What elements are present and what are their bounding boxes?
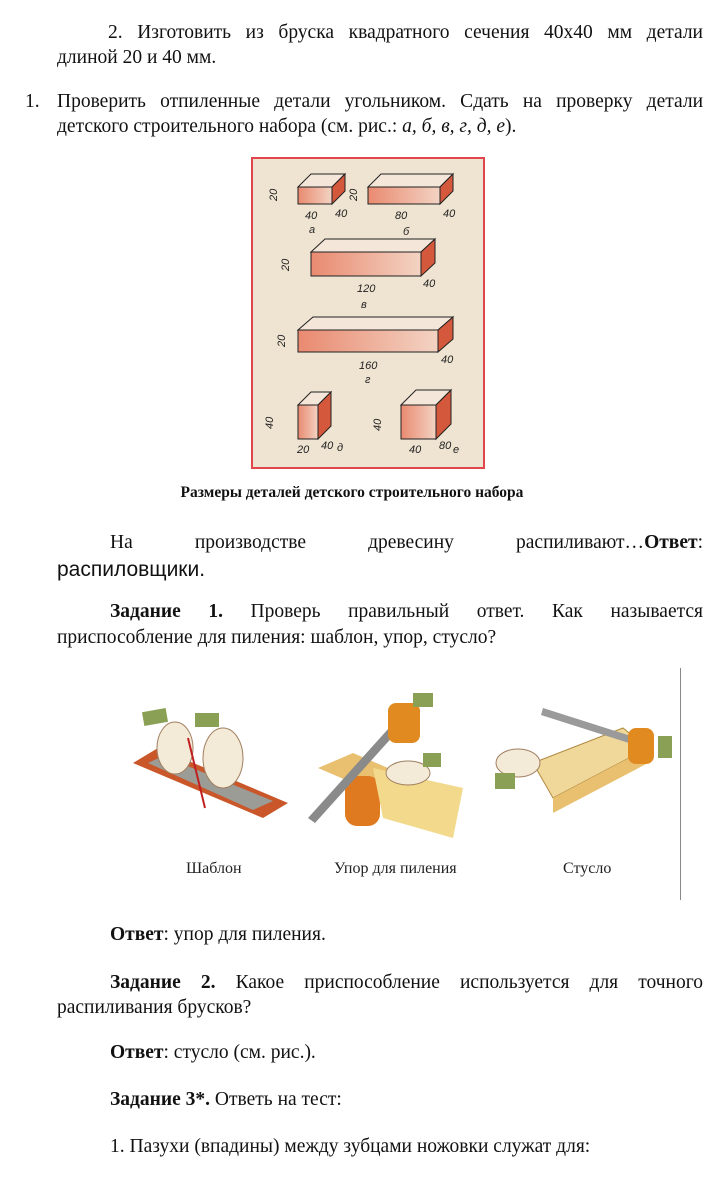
svg-text:160: 160 [359, 360, 378, 372]
svg-text:40: 40 [423, 278, 436, 290]
label-template: Шаблон [186, 860, 242, 877]
svg-text:40: 40 [372, 418, 384, 431]
svg-text:40: 40 [409, 444, 422, 456]
svg-text:е: е [453, 444, 459, 456]
item1-number: 1. [25, 91, 40, 112]
part-v: 20 120 40 в [280, 237, 437, 311]
svg-text:40: 40 [321, 440, 334, 452]
svg-text:20: 20 [296, 444, 310, 456]
task1-line2: приспособление для пиления: шаблон, упор… [57, 627, 497, 648]
svg-text:40: 40 [441, 354, 454, 366]
svg-text:б: б [403, 226, 410, 238]
svg-text:40: 40 [264, 416, 276, 429]
svg-text:80: 80 [439, 440, 452, 452]
item1-line2: детского строительного набора (см. рис.:… [57, 116, 517, 137]
answer1: Ответ: упор для пиления. [110, 924, 326, 945]
svg-text:40: 40 [443, 208, 456, 220]
task2-q-line1: Задание 2. Какое приспособление использу… [110, 972, 703, 993]
svg-text:д: д [337, 442, 343, 454]
figure1-caption: Размеры деталей детского строительного н… [180, 484, 524, 501]
question1: 1. Пазухи (впадины) между зубцами ножовк… [110, 1136, 591, 1157]
sawing-stop-illustration [308, 693, 463, 838]
svg-text:а: а [309, 224, 315, 236]
label-sawing-stop: Упор для пиления [334, 860, 457, 877]
building-set-parts-figure: 20 40 40 а 20 80 40 б 20 120 40 в [251, 157, 485, 469]
svg-text:80: 80 [395, 210, 408, 222]
svg-text:20: 20 [276, 334, 288, 348]
task2-line2: длиной 20 и 40 мм. [57, 47, 217, 68]
label-miter-box: Стусло [563, 860, 612, 877]
answer2: Ответ: стусло (см. рис.). [110, 1042, 316, 1063]
task1-line1: Задание 1. Проверь правильный ответ. Как… [110, 601, 703, 622]
svg-text:40: 40 [305, 210, 318, 222]
part-e: 40 40 80 е [372, 388, 459, 456]
part-d: 40 20 40 д [264, 390, 343, 456]
item1-line1: Проверить отпиленные детали угольником. … [57, 91, 703, 112]
svg-text:в: в [361, 299, 367, 311]
template-illustration [133, 708, 288, 818]
task3: Задание 3*. Ответь на тест: [110, 1089, 342, 1110]
task2-q-line2: распиливания брусков? [57, 997, 252, 1018]
para1-line1: На производстве древесину распиливают…От… [110, 532, 703, 553]
svg-text:120: 120 [357, 283, 376, 295]
svg-text:20: 20 [268, 188, 280, 202]
part-g: 20 160 40 г [276, 315, 455, 386]
figure2-divider [680, 668, 681, 900]
svg-text:г: г [365, 374, 371, 386]
para1-answer: распиловщики. [57, 558, 206, 581]
svg-text:20: 20 [280, 258, 292, 272]
miter-box-illustration [495, 708, 672, 813]
sawing-tools-figure [133, 668, 679, 900]
part-b: 20 80 40 б [348, 172, 456, 238]
svg-text:40: 40 [335, 208, 348, 220]
part-a: 20 40 40 а [268, 172, 348, 236]
svg-text:20: 20 [348, 188, 360, 202]
task2-line1: 2. Изготовить из бруска квадратного сече… [108, 22, 703, 43]
